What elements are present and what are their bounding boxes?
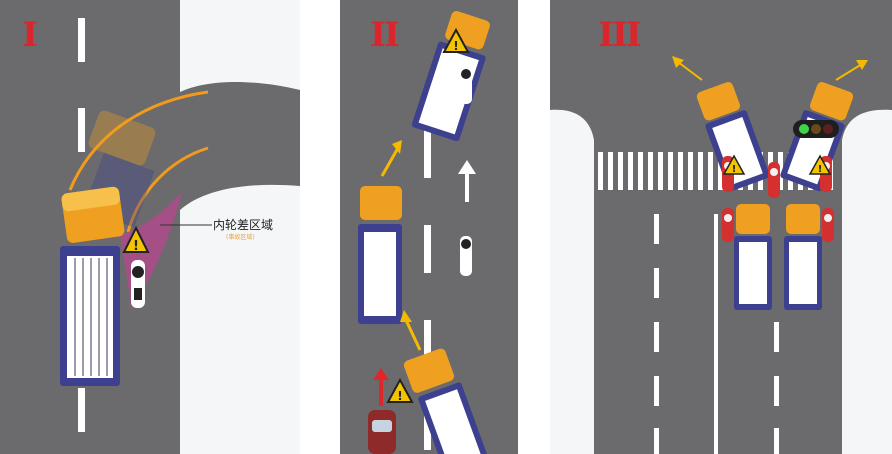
truck-trailer [60,246,120,386]
panel-right-turn-inner-wheel: ! I 内轮差区域 (事故区域) [0,0,300,454]
motorbike-middle [460,236,472,276]
sidewalk-bottom-right [180,184,300,454]
warning-icon-top: ! [442,27,470,53]
sidewalk-right [842,109,892,454]
motorbikes-beside-trucks [722,208,834,242]
inner-wheel-zone-label: 内轮差区域 [213,218,274,232]
truck-middle [358,186,402,324]
sidewalk-top-right [180,0,300,92]
truck-bottom [403,348,488,454]
panel-numeral-1: I [22,15,38,55]
svg-text:!: ! [453,39,458,53]
panel-numeral-3: III [598,15,642,55]
warning-icon-bottom: ! [386,377,414,403]
motorbike-top [460,66,472,104]
road-surface [550,0,892,454]
turn-direction-arrows [672,56,868,81]
lane-change-arrow-upper [380,140,402,177]
lane-change-arrow-lower [400,310,422,351]
panel-2-scene: ! [340,0,518,454]
lane-dashes [654,214,779,454]
lane-dashes [424,130,431,450]
panel-numeral-2: II [370,15,400,55]
svg-text:!: ! [397,389,402,403]
red-car [368,410,396,454]
cyclist-icon [131,260,145,308]
center-lane-dashes [78,18,85,432]
panel-3-scene: ! ! [550,0,892,454]
warning-icons: ! ! [722,154,832,175]
forward-arrow [458,160,476,202]
svg-text:!: ! [818,164,823,175]
svg-text:!: ! [732,164,737,175]
sidewalk-left [550,109,594,454]
truck-turning-left [696,82,770,192]
truck-waiting-right [784,204,822,310]
panel-lane-change: ! [340,0,518,454]
inner-wheel-zone-sublabel: (事故区域) [226,234,255,241]
truck-waiting-left [734,204,772,310]
traffic-light-icon [793,120,839,138]
turn-arc-inner [126,146,209,233]
truck-cab [61,186,125,243]
warning-icon: ! [122,225,150,254]
panel-1-scene: ! [0,0,300,454]
svg-text:!: ! [133,239,139,254]
car-forward-arrow [373,368,389,406]
turn-arc-outer [68,90,209,191]
panel-intersection: ! ! III [550,0,892,454]
